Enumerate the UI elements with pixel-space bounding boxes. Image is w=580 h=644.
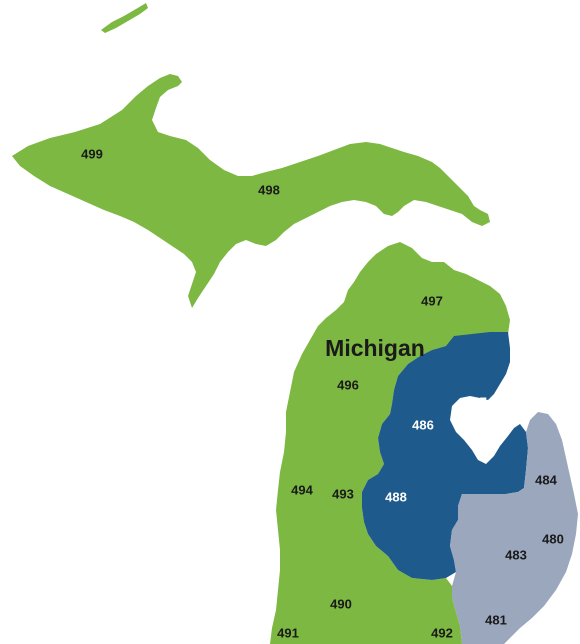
region-upper-peninsula[interactable] <box>12 74 490 308</box>
zip-label-491: 491 <box>277 625 299 640</box>
zip-label-486: 486 <box>412 417 434 432</box>
zip-label-493: 493 <box>332 486 354 501</box>
region-light-blue[interactable] <box>450 412 578 644</box>
zip-label-496: 496 <box>337 377 359 392</box>
zip-label-497: 497 <box>421 293 443 308</box>
zip-label-490: 490 <box>330 596 352 611</box>
zip-label-480: 480 <box>542 531 564 546</box>
zip-label-481: 481 <box>485 612 507 627</box>
zip-label-488: 488 <box>385 489 407 504</box>
zip-label-499: 499 <box>81 146 103 161</box>
zip-label-494: 494 <box>291 482 313 497</box>
zip-label-483: 483 <box>505 547 527 562</box>
zip-label-484: 484 <box>535 472 557 487</box>
state-label: Michigan <box>325 335 425 361</box>
region-isle-royale[interactable] <box>101 3 148 33</box>
region-dark-blue[interactable] <box>362 332 528 580</box>
zip-label-492: 492 <box>431 625 453 640</box>
zip-label-498: 498 <box>258 182 280 197</box>
zip-label-487: 487 <box>465 394 487 409</box>
